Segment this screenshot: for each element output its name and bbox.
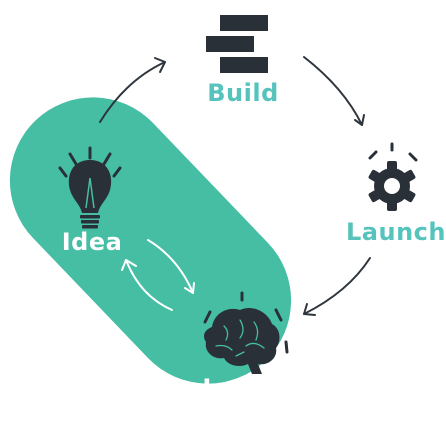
arrow-build-to-launch (303, 56, 365, 126)
idea-label: Idea (61, 228, 123, 256)
learn-label: Learn (202, 374, 282, 402)
brain-icon (203, 291, 289, 374)
launch-label: Launch (346, 218, 446, 246)
lightbulb-icon (58, 146, 122, 229)
build-label: Build (207, 79, 279, 107)
arrow-learn-to-idea (121, 259, 173, 311)
arrow-idea-to-build (99, 57, 166, 123)
arrow-launch-to-learn (303, 257, 371, 316)
arrow-idea-to-learn (147, 239, 195, 294)
gear-icon (368, 142, 418, 211)
bricks-icon (206, 15, 268, 73)
